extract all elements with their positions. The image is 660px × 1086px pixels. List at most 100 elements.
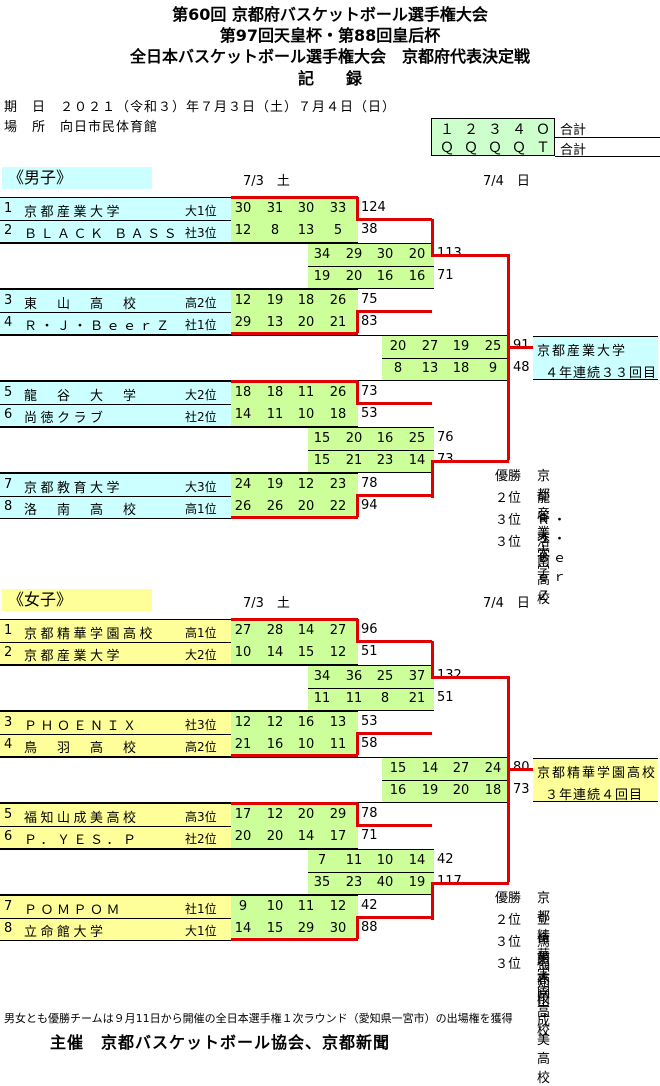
quarter-score-4: 26: [329, 293, 347, 308]
band-line: [0, 757, 382, 758]
semi-divider: [308, 450, 434, 451]
team-rank: 高2位: [185, 296, 217, 310]
quarter-score-3: 20: [297, 315, 315, 330]
winner-name: 京都産業大学: [537, 344, 628, 359]
quarter-score-4: 26: [329, 385, 347, 400]
semi-divider: [308, 872, 434, 873]
final-divider: [382, 780, 508, 781]
sponsor: 主催 京都バスケットボール協会、京都新聞: [50, 1033, 391, 1052]
quarter-score-3: 29: [297, 921, 315, 936]
red-bracket-v: [356, 619, 359, 641]
semi-bottom-score-4: 21: [408, 691, 426, 706]
match-divider-line: [0, 220, 358, 221]
match-divider-line: [0, 404, 358, 405]
team-rank: 高1位: [185, 502, 217, 516]
quarter-bottom-3: Ｑ: [488, 140, 502, 156]
red-bracket-out: [356, 640, 432, 643]
standing-place: ３位: [495, 957, 522, 972]
team-name: 尚徳クラブ: [24, 411, 107, 426]
team-seed: 5: [4, 385, 16, 400]
standing-team: 洛南高校: [537, 535, 554, 607]
red-bracket-v: [356, 381, 359, 403]
final-bottom-total: 48: [513, 360, 530, 375]
semi-bottom-total: 51: [437, 690, 454, 705]
semi-bottom-score-1: 15: [313, 453, 331, 468]
team-total: 94: [361, 498, 378, 513]
band-line: [0, 849, 308, 850]
standing-place: ３位: [495, 535, 522, 550]
red-bracket-h: [231, 380, 358, 383]
score-cells: [231, 290, 358, 334]
quarter-score-2: 26: [266, 499, 284, 514]
team-name: 龍 谷 大 学: [24, 389, 140, 404]
quarter-score-3: 18: [297, 293, 315, 308]
semi-top-score-4: 20: [408, 247, 426, 262]
semi-bottom-score-2: 23: [345, 875, 363, 890]
quarter-score-2: 19: [266, 477, 284, 492]
semi-top-score-1: 15: [313, 431, 331, 446]
quarter-score-2: 16: [266, 737, 284, 752]
band-line: [0, 380, 382, 381]
quarter-score-4: 29: [329, 807, 347, 822]
team-total: 53: [361, 406, 378, 421]
team-rank: 大1位: [185, 204, 217, 218]
quarter-top-2: ２: [464, 122, 478, 138]
team-name: ＰＨＯＥＮＩＸ: [24, 719, 140, 734]
red-semi-v: [431, 882, 434, 920]
team-total: 51: [361, 644, 378, 659]
team-rank: 高3位: [185, 810, 217, 824]
red-bracket-h: [231, 196, 358, 199]
legend-divider: [555, 137, 660, 138]
band-line: [0, 894, 308, 895]
score-cells: [231, 198, 358, 242]
quarter-bottom-2: Ｑ: [464, 140, 478, 156]
quarter-score-1: 18: [234, 385, 252, 400]
standing-place: 優勝: [495, 469, 522, 484]
team-seed: 7: [4, 899, 16, 914]
quarter-score-2: 14: [266, 645, 284, 660]
semi-top-score-2: 11: [345, 853, 363, 868]
quarter-score-4: 12: [329, 899, 347, 914]
team-total: 96: [361, 622, 378, 637]
quarter-score-1: 21: [234, 737, 252, 752]
red-bracket-out: [356, 494, 432, 497]
semi-divider: [308, 688, 434, 689]
quarter-score-3: 15: [297, 645, 315, 660]
semi-top-score-4: 14: [408, 853, 426, 868]
team-rank: 大2位: [185, 388, 217, 402]
red-bracket-out: [356, 402, 432, 405]
quarter-score-1: 30: [234, 201, 252, 216]
red-bracket-out: [356, 732, 432, 735]
total-label-1: 合計: [560, 123, 587, 138]
team-name: 鳥 羽 高 校: [24, 741, 140, 756]
standing-place: 優勝: [495, 891, 522, 906]
quarter-score-1: 12: [234, 715, 252, 730]
semi-divider: [308, 266, 434, 267]
team-seed: 6: [4, 407, 16, 422]
team-rank: 高1位: [185, 626, 217, 640]
quarter-score-2: 31: [266, 201, 284, 216]
semi-bottom-score-2: 20: [345, 269, 363, 284]
quarter-score-2: 12: [266, 807, 284, 822]
quarter-score-4: 33: [329, 201, 347, 216]
quarter-score-1: 14: [234, 407, 252, 422]
semi-bottom-score-3: 8: [380, 691, 390, 706]
standing-place: ３位: [495, 935, 522, 950]
team-name: Ｒ・Ｊ・ＢｅｅｒＺ: [24, 319, 173, 334]
score-cells: [231, 620, 358, 664]
score-cells: [231, 382, 358, 426]
semi-top-score-4: 25: [408, 431, 426, 446]
